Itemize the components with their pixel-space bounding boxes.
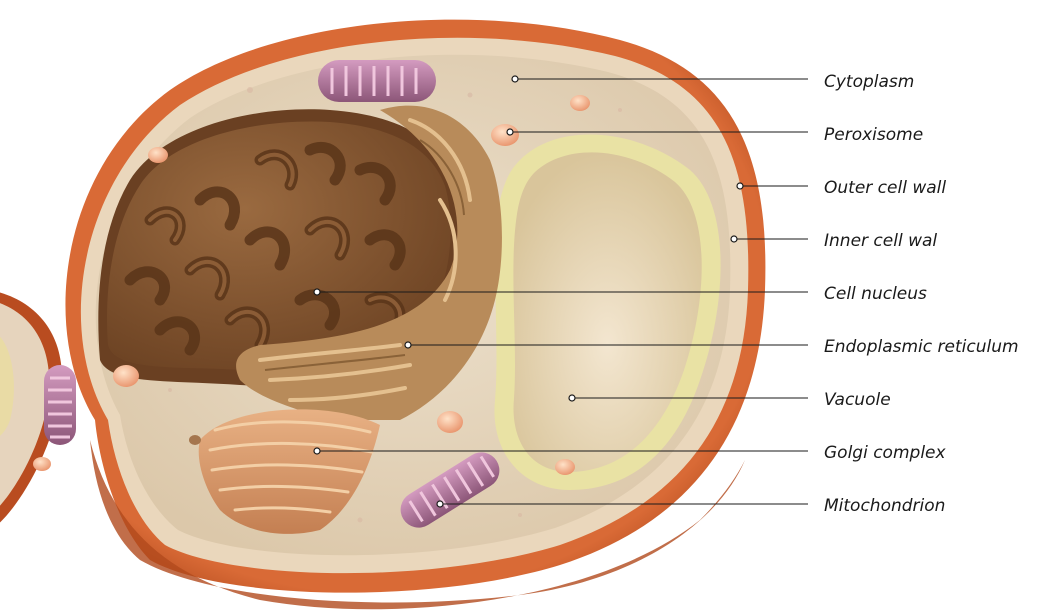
label-vacuole: Vacuole bbox=[824, 390, 891, 410]
label-inner-cell-wall: Inner cell wal bbox=[824, 231, 937, 251]
mitochondrion-shape-bud bbox=[44, 365, 76, 445]
label-cell-nucleus: Cell nucleus bbox=[824, 284, 927, 304]
label-cytoplasm: Cytoplasm bbox=[824, 72, 914, 92]
mitochondrion-shape-top bbox=[318, 60, 436, 102]
label-golgi-complex: Golgi complex bbox=[824, 443, 946, 463]
label-mitochondrion: Mitochondrion bbox=[824, 496, 945, 516]
label-outer-cell-wall: Outer cell wall bbox=[824, 178, 946, 198]
label-peroxisome: Peroxisome bbox=[824, 125, 923, 145]
label-endoplasmic-reticulum: Endoplasmic reticulum bbox=[824, 337, 1019, 357]
